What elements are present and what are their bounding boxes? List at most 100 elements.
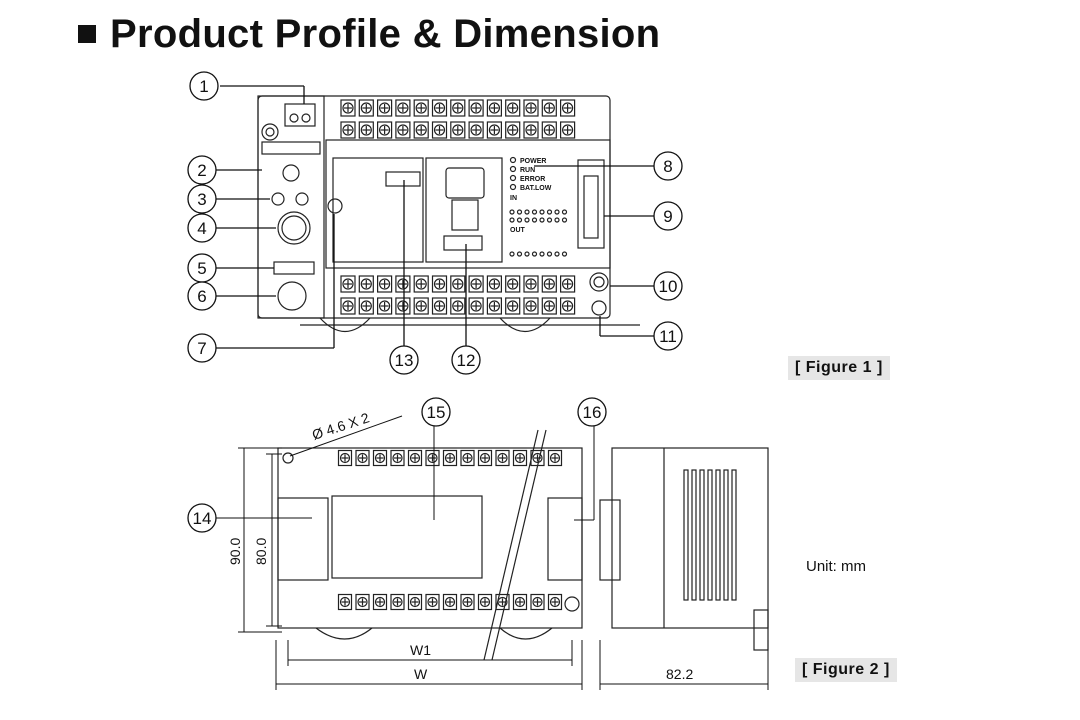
terminal-screw-icon bbox=[379, 300, 391, 312]
terminal-block bbox=[477, 449, 493, 467]
terminal-block bbox=[523, 275, 539, 293]
terminal-block bbox=[495, 593, 510, 611]
terminal-block bbox=[413, 99, 429, 117]
io-led bbox=[561, 217, 568, 223]
callout-11: 11 bbox=[653, 321, 683, 351]
figure-2-label: [ Figure 2 ] bbox=[795, 658, 897, 682]
page-title-text: Product Profile & Dimension bbox=[110, 11, 661, 56]
terminal-block bbox=[460, 449, 475, 467]
vent-slot bbox=[699, 469, 705, 601]
terminal-screw-icon bbox=[543, 300, 555, 312]
terminal-screw-icon bbox=[433, 124, 446, 136]
led-label-run: RUN bbox=[520, 167, 535, 174]
io-led bbox=[516, 217, 523, 223]
terminal-screw-icon bbox=[392, 452, 403, 464]
terminal-block bbox=[450, 275, 466, 293]
io-led bbox=[561, 251, 568, 257]
figure-1-label: [ Figure 1 ] bbox=[788, 356, 890, 380]
panel-12 bbox=[425, 157, 503, 263]
callout-16: 16 bbox=[577, 397, 607, 427]
svg-text:14: 14 bbox=[193, 509, 212, 528]
led-label-error: ERROR bbox=[520, 176, 545, 183]
terminal-block bbox=[372, 593, 388, 611]
mount-hole-bottom bbox=[564, 596, 580, 612]
terminal-screw-icon bbox=[488, 102, 500, 114]
figure-2-side-view bbox=[599, 447, 769, 651]
io-led bbox=[531, 251, 538, 257]
io-led bbox=[546, 209, 553, 215]
break-line-a bbox=[483, 429, 539, 661]
led-label-power: POWER bbox=[520, 158, 546, 165]
terminal-block bbox=[468, 121, 484, 139]
terminal-block bbox=[495, 449, 510, 467]
bullet-square-icon bbox=[78, 25, 96, 43]
terminal-screw-icon bbox=[532, 452, 543, 464]
io-led bbox=[546, 251, 553, 257]
unit-note: Unit: mm bbox=[806, 558, 866, 575]
terminal-block bbox=[358, 275, 374, 293]
terminal-block bbox=[541, 121, 557, 139]
screw-10 bbox=[589, 272, 609, 292]
svg-text:10: 10 bbox=[659, 277, 678, 296]
io-led bbox=[531, 217, 538, 223]
svg-text:1: 1 bbox=[199, 77, 208, 96]
io-led bbox=[546, 217, 553, 223]
terminal-block bbox=[442, 449, 458, 467]
terminal-block bbox=[340, 297, 356, 315]
terminal-block bbox=[559, 121, 576, 139]
terminal-block bbox=[486, 275, 502, 293]
dim-depth: 82.2 bbox=[666, 666, 693, 682]
terminal-block bbox=[377, 121, 393, 139]
callout-13: 13 bbox=[389, 345, 419, 375]
terminal-block bbox=[358, 121, 374, 139]
terminal-screw-icon bbox=[415, 278, 427, 290]
terminal-screw-icon bbox=[357, 452, 368, 464]
callout-15: 15 bbox=[421, 397, 451, 427]
figure-1-leaders bbox=[216, 85, 654, 349]
left-module bbox=[257, 95, 325, 319]
terminal-block bbox=[541, 275, 557, 293]
terminal-block bbox=[337, 449, 353, 467]
io-led bbox=[561, 209, 568, 215]
terminal-block bbox=[431, 99, 448, 117]
callout-5: 5 bbox=[187, 253, 217, 283]
terminal-block bbox=[512, 593, 528, 611]
break-line-b bbox=[491, 429, 547, 661]
terminal-screw-icon bbox=[452, 300, 464, 312]
io-led bbox=[554, 209, 560, 215]
terminal-block bbox=[390, 593, 405, 611]
terminal-screw-icon bbox=[479, 596, 491, 608]
terminal-block bbox=[425, 449, 440, 467]
terminal-screw-icon bbox=[444, 596, 456, 608]
terminal-block bbox=[407, 449, 423, 467]
screw-icon bbox=[261, 123, 279, 141]
io-led bbox=[539, 209, 545, 215]
svg-text:11: 11 bbox=[659, 327, 677, 346]
terminal-block bbox=[377, 297, 393, 315]
terminal-block bbox=[358, 297, 374, 315]
terminal-screw-icon bbox=[507, 278, 519, 290]
terminal-block bbox=[468, 99, 484, 117]
panel-13 bbox=[332, 157, 424, 263]
dim-width-inner: W1 bbox=[410, 642, 431, 658]
vent-slot bbox=[683, 469, 689, 601]
terminal-screw-icon bbox=[479, 452, 491, 464]
callout-10: 10 bbox=[653, 271, 683, 301]
terminal-screw-icon bbox=[507, 124, 519, 136]
terminal-screw-icon bbox=[415, 124, 427, 136]
terminal-screw-icon bbox=[561, 124, 574, 136]
terminal-screw-icon bbox=[470, 124, 482, 136]
terminal-screw-icon bbox=[339, 596, 351, 608]
io-led bbox=[509, 209, 515, 215]
svg-text:6: 6 bbox=[197, 287, 206, 306]
callout-9: 9 bbox=[653, 201, 683, 231]
terminal-screw-icon bbox=[427, 596, 438, 608]
din-clip-left bbox=[319, 317, 371, 332]
side-body bbox=[611, 447, 769, 629]
terminal-screw-icon bbox=[470, 278, 482, 290]
terminal-block bbox=[407, 593, 423, 611]
io-led bbox=[539, 251, 545, 257]
terminal-block bbox=[355, 449, 370, 467]
screw-7 bbox=[327, 198, 343, 214]
svg-text:4: 4 bbox=[197, 219, 206, 238]
